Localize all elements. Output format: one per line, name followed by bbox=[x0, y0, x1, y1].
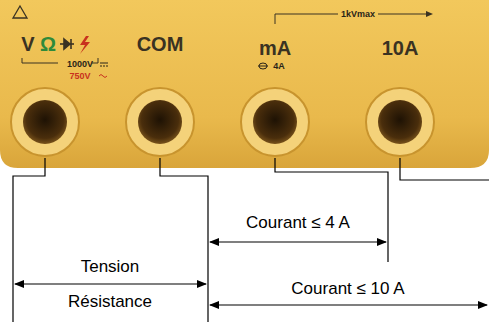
leader-lines bbox=[13, 158, 489, 322]
jacks bbox=[11, 88, 434, 156]
housing bbox=[0, 0, 489, 168]
jack-label: COM bbox=[137, 34, 184, 54]
range-label: Courant ≤ 10 A bbox=[289, 280, 406, 297]
arrowhead bbox=[426, 11, 433, 17]
range-label: Courant ≤ 4 A bbox=[244, 214, 352, 231]
jack-label: V bbox=[21, 34, 34, 54]
jack-label: 10A bbox=[382, 38, 419, 58]
fuse-symbol bbox=[258, 63, 268, 69]
jack-label: mA bbox=[259, 38, 291, 58]
dc-ac-marks bbox=[99, 63, 108, 78]
jack-label: Ω bbox=[40, 34, 56, 54]
fuse-rating: 4A bbox=[273, 62, 285, 71]
rating-label: 1kVmax bbox=[341, 10, 375, 19]
range-label: Résistance bbox=[66, 293, 154, 310]
lightning-symbol bbox=[80, 36, 90, 54]
range-label: Tension bbox=[79, 258, 142, 275]
warning-symbol bbox=[13, 6, 27, 18]
rating-label: 1000V bbox=[67, 60, 93, 69]
rating-label: 750V bbox=[69, 72, 90, 81]
diode-symbol bbox=[60, 39, 74, 49]
